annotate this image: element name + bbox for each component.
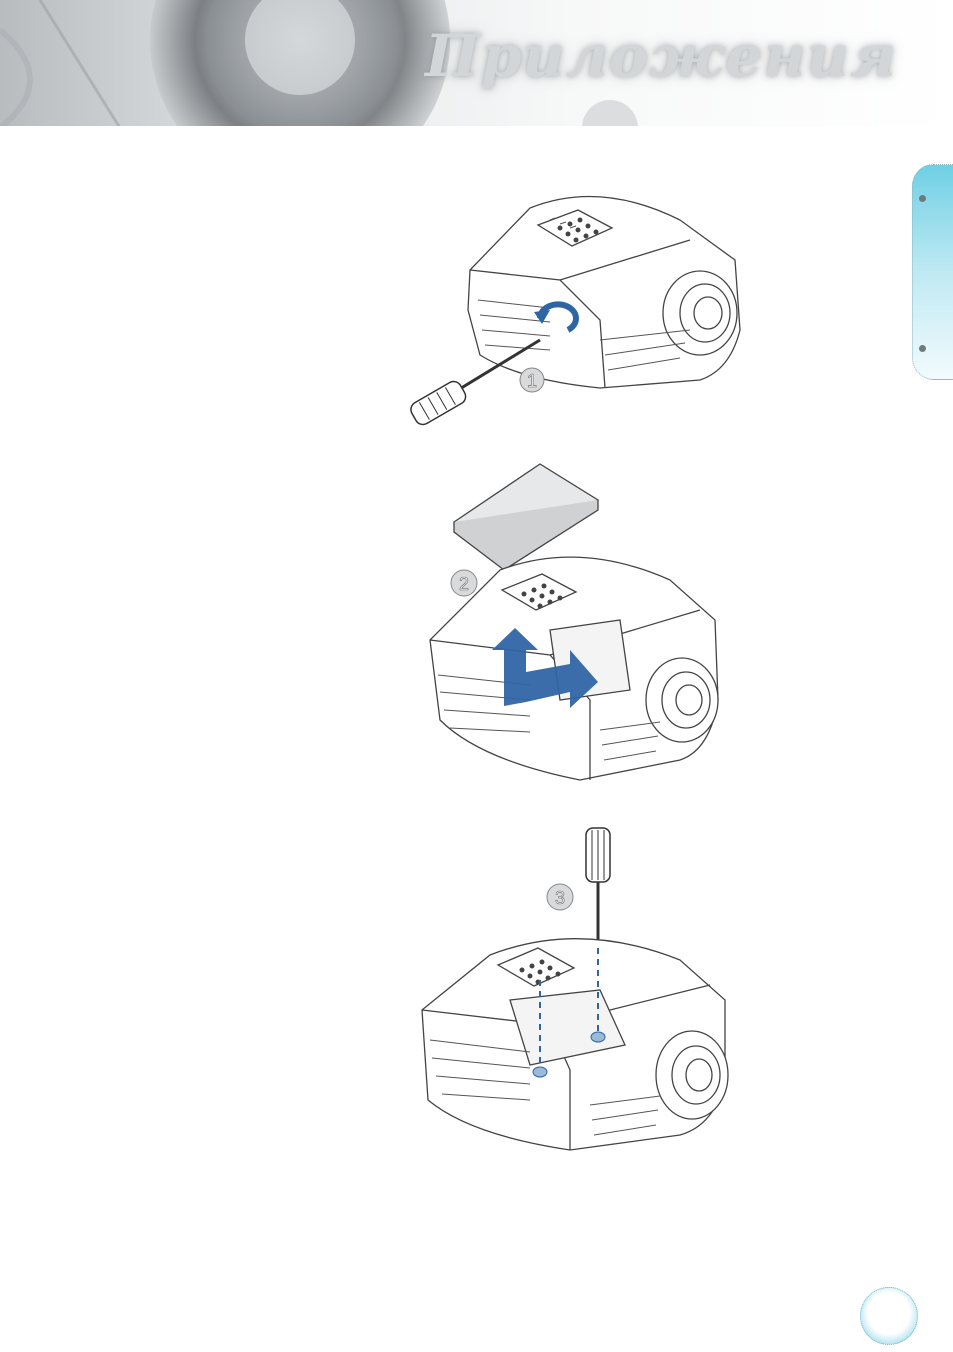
figure-step-1: 1 xyxy=(400,180,750,430)
header-banner: Приложения xyxy=(0,0,953,128)
tab-dot-bottom xyxy=(919,345,926,352)
side-section-tab xyxy=(912,164,953,380)
page-title: Приложения xyxy=(425,22,897,90)
step-2-label: 2 xyxy=(459,574,469,594)
figure-step-2: 2 xyxy=(420,460,730,790)
tab-dot-top xyxy=(919,195,926,202)
step-3-label: 3 xyxy=(555,888,565,908)
step-1-label: 1 xyxy=(527,371,537,391)
page-number-badge xyxy=(860,1287,918,1345)
figure-step-3: 3 xyxy=(410,820,730,1160)
